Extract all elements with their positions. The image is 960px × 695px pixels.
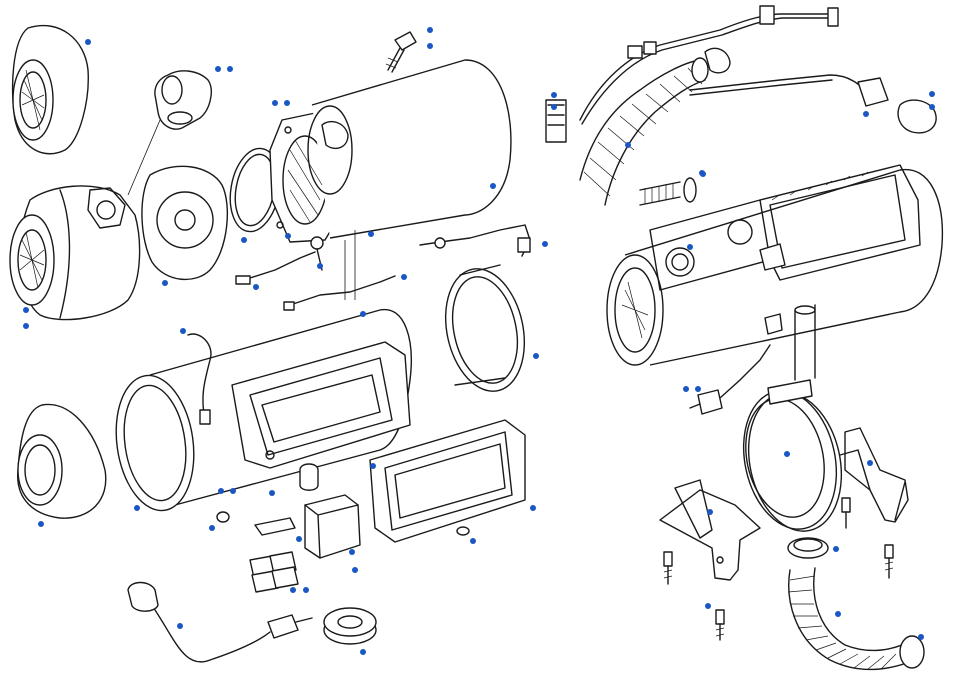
grommet xyxy=(323,607,377,645)
part-hotspot-40[interactable] xyxy=(370,463,376,469)
hotspot-layer xyxy=(23,27,935,655)
part-hotspot-25[interactable] xyxy=(929,91,935,97)
part-hotspot-42[interactable] xyxy=(134,505,140,511)
part-hotspot-19[interactable] xyxy=(180,328,186,334)
part-hotspot-55[interactable] xyxy=(230,488,236,494)
mounting-bracket-right xyxy=(839,427,909,523)
part-hotspot-14[interactable] xyxy=(317,263,323,269)
exhaust-hose xyxy=(787,537,925,671)
part-hotspot-35[interactable] xyxy=(833,546,839,552)
heat-exchanger xyxy=(307,59,512,239)
part-hotspot-32[interactable] xyxy=(784,451,790,457)
part-hotspot-10[interactable] xyxy=(285,233,291,239)
control-unit xyxy=(254,463,361,559)
part-hotspot-52[interactable] xyxy=(177,623,183,629)
part-hotspot-34[interactable] xyxy=(707,509,713,515)
fan-cover-top xyxy=(11,24,89,155)
part-hotspot-13[interactable] xyxy=(253,284,259,290)
part-hotspot-44[interactable] xyxy=(269,490,275,496)
front-ring xyxy=(444,264,526,392)
part-hotspot-45[interactable] xyxy=(530,505,536,511)
elbow-fitting xyxy=(154,70,212,130)
part-hotspot-39[interactable] xyxy=(699,170,705,176)
part-hotspot-9[interactable] xyxy=(241,237,247,243)
glow-plug xyxy=(385,31,417,73)
part-hotspot-3[interactable] xyxy=(227,66,233,72)
part-hotspot-43[interactable] xyxy=(209,525,215,531)
part-hotspot-20[interactable] xyxy=(360,311,366,317)
part-hotspot-17[interactable] xyxy=(23,307,29,313)
part-hotspot-53[interactable] xyxy=(360,649,366,655)
clamp-rings xyxy=(742,379,843,532)
mounting-bracket-left xyxy=(659,479,761,581)
part-hotspot-50[interactable] xyxy=(303,587,309,593)
part-hotspot-29[interactable] xyxy=(625,142,631,148)
part-hotspot-38[interactable] xyxy=(705,603,711,609)
part-hotspot-12[interactable] xyxy=(162,280,168,286)
part-hotspot-7[interactable] xyxy=(284,100,290,106)
temp-sensor-cable xyxy=(127,581,313,663)
cone-end-cap xyxy=(17,403,107,519)
part-hotspot-26[interactable] xyxy=(929,104,935,110)
part-hotspot-18[interactable] xyxy=(23,323,29,329)
part-hotspot-47[interactable] xyxy=(349,549,355,555)
part-hotspot-46[interactable] xyxy=(296,536,302,542)
sensor-wires xyxy=(235,224,531,311)
wiring-harness xyxy=(545,5,937,143)
part-hotspot-4[interactable] xyxy=(427,27,433,33)
part-hotspot-54[interactable] xyxy=(218,488,224,494)
part-hotspot-24[interactable] xyxy=(863,111,869,117)
part-hotspot-37[interactable] xyxy=(918,634,924,640)
part-hotspot-36[interactable] xyxy=(835,611,841,617)
part-hotspot-5[interactable] xyxy=(427,43,433,49)
part-hotspot-21[interactable] xyxy=(533,353,539,359)
part-hotspot-22[interactable] xyxy=(683,386,689,392)
control-lid xyxy=(369,419,526,543)
assembled-body xyxy=(606,164,944,381)
blower-housing xyxy=(9,185,141,321)
part-hotspot-1[interactable] xyxy=(85,39,91,45)
impeller-plate xyxy=(127,119,228,281)
part-hotspot-28[interactable] xyxy=(551,104,557,110)
studs xyxy=(663,497,894,641)
part-hotspot-16[interactable] xyxy=(542,241,548,247)
corrugated-hose xyxy=(579,57,709,206)
part-hotspot-8[interactable] xyxy=(490,183,496,189)
part-hotspot-27[interactable] xyxy=(551,92,557,98)
part-hotspot-33[interactable] xyxy=(867,460,873,466)
part-hotspot-49[interactable] xyxy=(290,587,296,593)
part-hotspot-15[interactable] xyxy=(401,274,407,280)
part-hotspot-48[interactable] xyxy=(352,567,358,573)
bushings xyxy=(216,511,470,593)
part-hotspot-41[interactable] xyxy=(38,521,44,527)
part-hotspot-23[interactable] xyxy=(695,386,701,392)
part-hotspot-11[interactable] xyxy=(368,231,374,237)
part-hotspot-31[interactable] xyxy=(687,244,693,250)
part-hotspot-51[interactable] xyxy=(470,538,476,544)
right-sensor xyxy=(689,344,771,415)
part-hotspot-6[interactable] xyxy=(272,100,278,106)
control-frame xyxy=(231,341,411,469)
part-hotspot-2[interactable] xyxy=(215,66,221,72)
